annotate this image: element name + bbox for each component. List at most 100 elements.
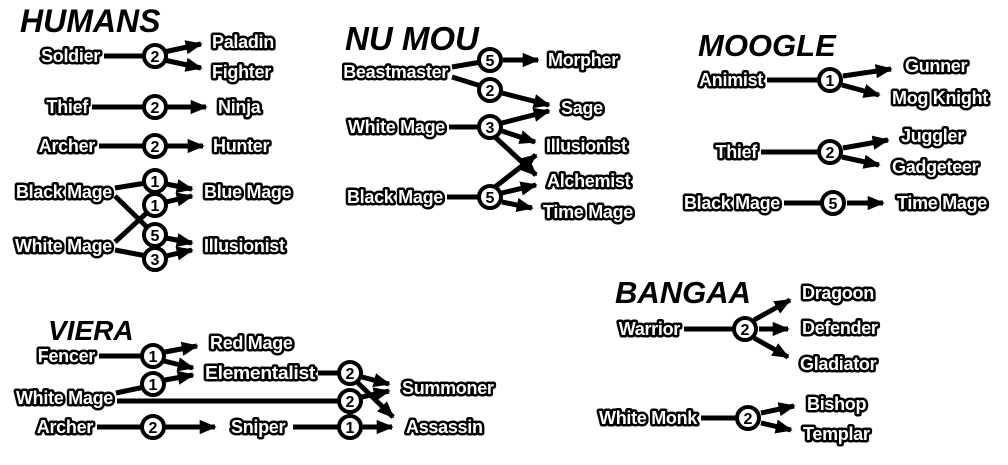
viera-req-level-1: 1	[149, 377, 158, 394]
humans-req-level-4: 1	[151, 198, 160, 215]
nu-mou-req-level-0: 5	[486, 53, 495, 70]
bangaa-node-gladiator: Gladiator	[800, 354, 877, 374]
arrow-line	[165, 179, 194, 194]
moogle-req-level-0: 1	[826, 73, 835, 90]
arrow-line	[752, 335, 790, 360]
section-viera: VIERA 1 1 2 2 2 1 Fencer Red Mage Elemen…	[13, 315, 497, 440]
bangaa-node-bishop: Bishop	[807, 394, 867, 414]
nu-mou-req-circle-1	[477, 77, 503, 103]
humans-req-level-3: 1	[151, 174, 160, 191]
viera-req-level-0: 1	[149, 349, 158, 366]
section-nu-mou: NU MOU 5 2 3 5 Beastmaster Morpher Sage …	[341, 20, 636, 225]
humans-req-level-0: 2	[151, 49, 160, 66]
nu-mou-node-illusionist: Illusionist	[546, 136, 627, 156]
arrow-line	[165, 233, 194, 248]
arrow-line	[165, 246, 194, 261]
humans-node-white-mage: White Mage	[15, 236, 112, 256]
bangaa-node-defender: Defender	[802, 318, 878, 338]
arrow-line	[752, 297, 792, 323]
humans-req-level-6: 3	[151, 252, 160, 269]
nu-mou-req-level-1: 2	[486, 83, 495, 100]
moogle-node-mog-knight: Mog Knight	[892, 88, 988, 108]
arrow-line	[493, 153, 538, 189]
bangaa-req-circle-1	[735, 405, 761, 431]
humans-req-circle-4	[142, 192, 168, 218]
arrow-line	[842, 64, 893, 79]
humans-req-circle-2	[142, 133, 168, 159]
arrow-line	[163, 357, 195, 372]
humans-node-soldier: Soldier	[41, 46, 100, 66]
humans-node-archer: Archer	[39, 136, 96, 156]
arrow-line	[501, 181, 538, 196]
moogle-req-circle-2	[820, 190, 846, 216]
nu-mou-node-morpher: Morpher	[548, 50, 618, 70]
nu-mou-req-circle-2	[477, 114, 503, 140]
viera-node-red-mage: Red Mage	[210, 333, 293, 353]
viera-node-sniper: Sniper	[231, 417, 286, 437]
nu-mou-node-beastmaster: Beastmaster	[343, 62, 448, 82]
humans-req-circle-0	[142, 43, 168, 69]
humans-node-hunter: Hunter	[213, 136, 269, 156]
nu-mou-node-white-mage: White Mage	[348, 117, 445, 137]
arrow-line	[501, 90, 551, 109]
arrow-line	[164, 341, 199, 356]
moogle-req-level-1: 2	[826, 145, 835, 162]
connector-line	[451, 59, 482, 70]
humans-req-circle-6	[142, 246, 168, 272]
moogle-node-juggler: Juggler	[901, 126, 964, 146]
bangaa-req-level-0: 2	[741, 322, 750, 339]
viera-req-circle-1	[140, 371, 166, 397]
arrow-line	[841, 82, 881, 98]
section-bangaa: BANGAA 2 2 Warrior Dragoon Defender Glad…	[597, 275, 881, 447]
humans-node-ninja: Ninja	[218, 97, 262, 117]
nu-mou-node-black-mage: Black Mage	[347, 187, 443, 207]
arrow-line	[165, 192, 194, 207]
section-title-moogle: MOOGLE	[698, 28, 837, 63]
moogle-req-circle-1	[817, 139, 843, 165]
section-title-nu-mou: NU MOU	[345, 20, 480, 57]
viera-req-circle-5	[337, 414, 363, 440]
humans-req-level-1: 2	[151, 100, 160, 117]
arrow-line	[842, 135, 890, 151]
moogle-node-animist: Animist	[699, 70, 763, 90]
arrow-line	[361, 373, 391, 388]
nu-mou-node-alchemist: Alchemist	[547, 171, 631, 191]
viera-node-summoner: Summoner	[402, 378, 494, 398]
moogle-node-gadgeteer: Gadgeteer	[892, 157, 979, 177]
viera-node-assassin: Assassin	[406, 417, 483, 437]
bangaa-node-white-monk: White Monk	[599, 408, 698, 428]
arrow-line	[501, 128, 537, 145]
nu-mou-req-level-3: 5	[486, 190, 495, 207]
moogle-node-time-mage: Time Mage	[897, 193, 987, 213]
bangaa-node-dragoon: Dragoon	[802, 283, 874, 303]
humans-req-circle-1	[142, 94, 168, 120]
viera-req-circle-4	[140, 414, 166, 440]
viera-req-circle-0	[140, 343, 166, 369]
moogle-node-thief: Thief	[716, 142, 759, 162]
humans-node-illusionist: Illusionist	[204, 236, 285, 256]
humans-node-thief: Thief	[47, 97, 90, 117]
humans-req-level-2: 2	[151, 139, 160, 156]
arrow-line	[501, 107, 551, 126]
nu-mou-node-sage: Sage	[561, 98, 603, 118]
viera-req-level-4: 2	[149, 420, 158, 437]
arrow-line	[760, 419, 793, 434]
section-humans: HUMANS 2 2 2 1 1 5 3 Soldier Paladin Fig…	[12, 3, 294, 272]
humans-node-blue-mage: Blue Mage	[204, 182, 292, 202]
viera-req-level-3: 2	[346, 394, 355, 411]
viera-node-white-mage: White Mage	[16, 388, 113, 408]
nu-mou-node-time-mage: Time Mage	[543, 202, 633, 222]
nu-mou-req-level-2: 3	[486, 120, 495, 137]
connector-line	[451, 74, 482, 89]
arrow-line	[501, 197, 534, 213]
arrow-line	[163, 57, 203, 72]
section-title-bangaa: BANGAA	[615, 275, 751, 310]
moogle-req-circle-0	[817, 67, 843, 93]
arrow-line	[356, 381, 395, 419]
arrow-line	[163, 40, 203, 55]
section-title-humans: HUMANS	[20, 3, 161, 39]
viera-req-level-5: 1	[346, 420, 355, 437]
section-moogle: MOOGLE 1 2 5 Animist Gunner Mog Knight T…	[681, 28, 991, 216]
